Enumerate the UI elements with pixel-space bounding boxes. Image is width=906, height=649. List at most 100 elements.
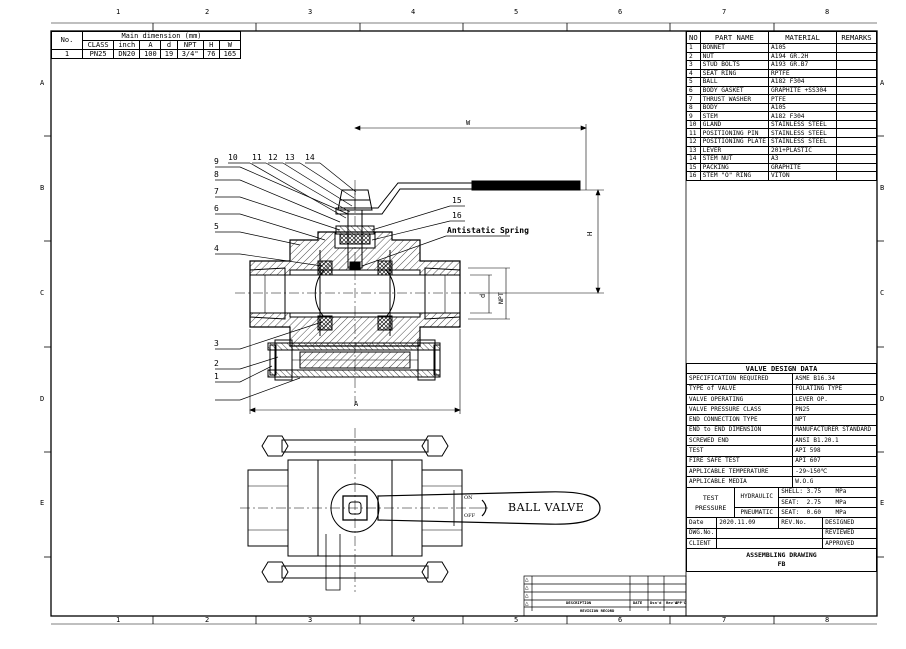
parts-cell-material: A105 <box>768 43 837 53</box>
date-value: 2020.11.09 <box>716 517 780 529</box>
callout-15: 15 <box>452 196 462 205</box>
zone-left-e: E <box>40 499 45 507</box>
dim-col-header: W <box>218 40 242 50</box>
antistatic-spring-label: Antistatic Spring <box>447 226 529 235</box>
parts-cell-name: PACKING <box>699 162 770 173</box>
revision-mark-2: △ <box>525 584 529 591</box>
dim-group-header: Main dimension (mm) <box>82 31 241 41</box>
design-value: MANUFACTURER STANDARD <box>792 424 877 437</box>
rev-no-label: REV.No. <box>778 517 824 529</box>
plan-view <box>240 428 601 592</box>
callout-16: 16 <box>452 211 462 220</box>
revision-date-header: DATE <box>633 600 643 605</box>
parts-cell-material: VITON <box>768 171 837 181</box>
callout-6: 6 <box>214 204 219 213</box>
parts-header-name: PART NAME <box>699 31 770 44</box>
zone-bottom-3: 3 <box>308 616 313 624</box>
shell-pressure-label: SHELL: <box>781 488 803 496</box>
parts-cell-remarks <box>836 68 877 79</box>
dimension-h-label: H <box>586 231 594 236</box>
parts-cell-no: 8 <box>686 102 701 113</box>
callout-4: 4 <box>214 244 219 253</box>
parts-cell-remarks <box>836 128 877 138</box>
callout-3: 3 <box>214 339 219 348</box>
design-label: END CONNECTION TYPE <box>685 414 794 426</box>
plan-off-label: OFF <box>464 513 476 519</box>
parts-cell-remarks <box>836 85 877 96</box>
design-value: LEVER OP. <box>792 393 877 406</box>
zone-left-d: D <box>40 395 45 403</box>
dimension-a-label: A <box>354 400 359 408</box>
plan-ball-valve-label: BALL VALVE <box>508 501 585 514</box>
zone-bottom-6: 6 <box>618 616 623 624</box>
parts-cell-remarks <box>836 171 877 181</box>
design-label: FIRE SAFE TEST <box>685 455 794 467</box>
parts-cell-remarks <box>836 51 877 62</box>
pneumatic-seat-unit: MPa <box>835 508 847 516</box>
zone-left-c: C <box>40 289 45 297</box>
dimension-d-label: d <box>479 293 487 298</box>
zone-right-e: E <box>880 499 885 507</box>
zone-bottom-4: 4 <box>411 616 416 624</box>
revision-description-header: DESCRIPTION <box>566 600 592 605</box>
zone-bottom-7: 7 <box>722 616 727 624</box>
dim-cell: 76 <box>202 49 220 59</box>
design-row: APPLICABLE TEMPERATURE-29~150℃ <box>685 465 877 478</box>
parts-cell-no: 16 <box>686 171 701 181</box>
revision-dsnd-header: Dsn'd <box>650 600 662 605</box>
parts-cell-name: BODY GASKET <box>699 85 770 96</box>
zone-top-3: 3 <box>308 8 313 16</box>
parts-cell-remarks <box>836 102 877 113</box>
test-pressure-line2: PRESSURE <box>694 503 727 512</box>
callout-14: 14 <box>305 153 315 162</box>
parts-cell-no: 2 <box>686 51 701 62</box>
callout-8: 8 <box>214 170 219 179</box>
test-pressure-label: TEST PRESSURE <box>685 486 736 519</box>
dimension-npt-label: NPT <box>497 292 505 304</box>
callout-9: 9 <box>214 157 219 166</box>
main-dimension-table: No. Main dimension (mm) CLASS inch A d N… <box>51 31 242 59</box>
parts-cell-remarks <box>836 145 877 156</box>
parts-cell-no: 3 <box>686 60 701 70</box>
parts-cell-material: GRAPHITE +SS304 <box>768 85 837 96</box>
shell-pressure-unit: MPa <box>835 488 847 496</box>
parts-cell-material: PTFE <box>768 94 837 104</box>
callout-5: 5 <box>214 222 219 231</box>
revision-mark-4: △ <box>525 600 529 607</box>
parts-cell-material: A182 F304 <box>768 77 837 87</box>
zone-bottom-8: 8 <box>825 616 830 624</box>
zone-right-b: B <box>880 184 885 192</box>
callout-10: 10 <box>228 153 238 162</box>
design-label: VALVE OPERATING <box>685 393 794 406</box>
hydraulic-label: HYDRAULIC <box>734 486 780 509</box>
zone-right-c: C <box>880 289 885 297</box>
dim-cell: 19 <box>160 49 178 59</box>
parts-cell-material: STAINLESS STEEL <box>768 128 837 138</box>
parts-cell-name: STUD BOLTS <box>699 60 770 70</box>
revision-block <box>523 575 687 617</box>
design-value: ANSI B1.20.1 <box>792 435 877 447</box>
parts-cell-no: 4 <box>686 68 701 79</box>
design-value: W.O.G <box>792 476 877 488</box>
design-label: TYPE of VALVE <box>685 383 794 395</box>
design-label: SCREWED END <box>685 435 794 447</box>
zone-bottom-5: 5 <box>514 616 519 624</box>
dim-cell: 100 <box>139 49 162 59</box>
zone-bottom-2: 2 <box>205 616 210 624</box>
dim-cell: DN20 <box>113 49 141 59</box>
parts-cell-material: STAINLESS STEEL <box>768 119 837 130</box>
parts-cell-remarks <box>836 119 877 130</box>
revision-mark-1: △ <box>525 576 529 583</box>
parts-cell-name: THRUST WASHER <box>699 94 770 104</box>
drawing-subtitle: FB <box>777 560 786 569</box>
callout-13: 13 <box>285 153 295 162</box>
